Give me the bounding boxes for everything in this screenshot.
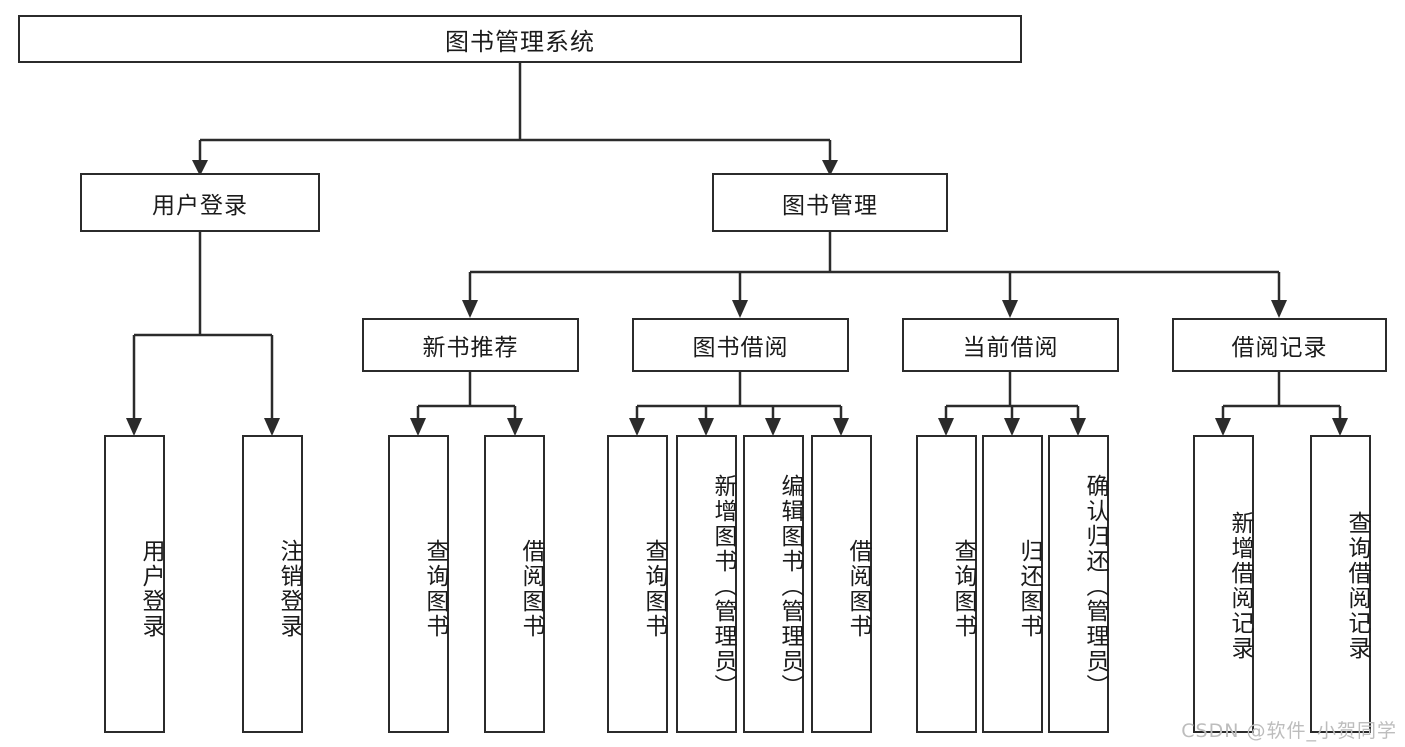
node-label: 确认归还（管理员） xyxy=(1082,473,1108,699)
node-label: 查询借阅记录 xyxy=(1344,511,1370,661)
node-leaf-confirm-return-admin[interactable]: 确认归还（管理员） xyxy=(1048,435,1109,733)
node-label: 注销登录 xyxy=(276,539,302,639)
node-label: 查询图书 xyxy=(641,539,667,639)
node-label: 图书管理系统 xyxy=(445,27,595,56)
node-leaf-add-borrow-record[interactable]: 新增借阅记录 xyxy=(1193,435,1254,733)
node-label: 新增图书（管理员） xyxy=(710,473,736,699)
node-label: 用户登录 xyxy=(152,192,248,219)
node-label: 用户登录 xyxy=(138,539,164,639)
node-label: 图书管理 xyxy=(782,192,878,219)
node-label: 借阅记录 xyxy=(1231,335,1328,361)
node-root-system[interactable]: 图书管理系统 xyxy=(18,15,1022,63)
node-leaf-borrow-book-2[interactable]: 借阅图书 xyxy=(811,435,872,733)
node-new-book-recommend[interactable]: 新书推荐 xyxy=(362,318,579,372)
node-book-borrow[interactable]: 图书借阅 xyxy=(632,318,849,372)
node-user-login[interactable]: 用户登录 xyxy=(80,173,320,232)
node-leaf-borrow-book-1[interactable]: 借阅图书 xyxy=(484,435,545,733)
node-leaf-query-book-2[interactable]: 查询图书 xyxy=(607,435,668,733)
node-leaf-edit-book-admin[interactable]: 编辑图书（管理员） xyxy=(743,435,804,733)
node-label: 新书推荐 xyxy=(422,335,519,361)
node-leaf-query-book-3[interactable]: 查询图书 xyxy=(916,435,977,733)
node-label: 当前借阅 xyxy=(962,335,1059,361)
node-leaf-user-login[interactable]: 用户登录 xyxy=(104,435,165,733)
node-current-borrow[interactable]: 当前借阅 xyxy=(902,318,1119,372)
node-label: 图书借阅 xyxy=(692,335,789,361)
node-label: 编辑图书（管理员） xyxy=(777,473,803,699)
node-leaf-query-book-1[interactable]: 查询图书 xyxy=(388,435,449,733)
node-leaf-add-book-admin[interactable]: 新增图书（管理员） xyxy=(676,435,737,733)
node-label: 借阅图书 xyxy=(518,539,544,639)
node-label: 查询图书 xyxy=(950,539,976,639)
node-label: 新增借阅记录 xyxy=(1227,511,1253,661)
node-book-manage[interactable]: 图书管理 xyxy=(712,173,948,232)
node-leaf-query-borrow-record[interactable]: 查询借阅记录 xyxy=(1310,435,1371,733)
node-borrow-record[interactable]: 借阅记录 xyxy=(1172,318,1387,372)
node-label: 借阅图书 xyxy=(845,539,871,639)
node-label: 归还图书 xyxy=(1016,539,1042,639)
node-leaf-logout-login[interactable]: 注销登录 xyxy=(242,435,303,733)
node-leaf-return-book[interactable]: 归还图书 xyxy=(982,435,1043,733)
node-label: 查询图书 xyxy=(422,539,448,639)
